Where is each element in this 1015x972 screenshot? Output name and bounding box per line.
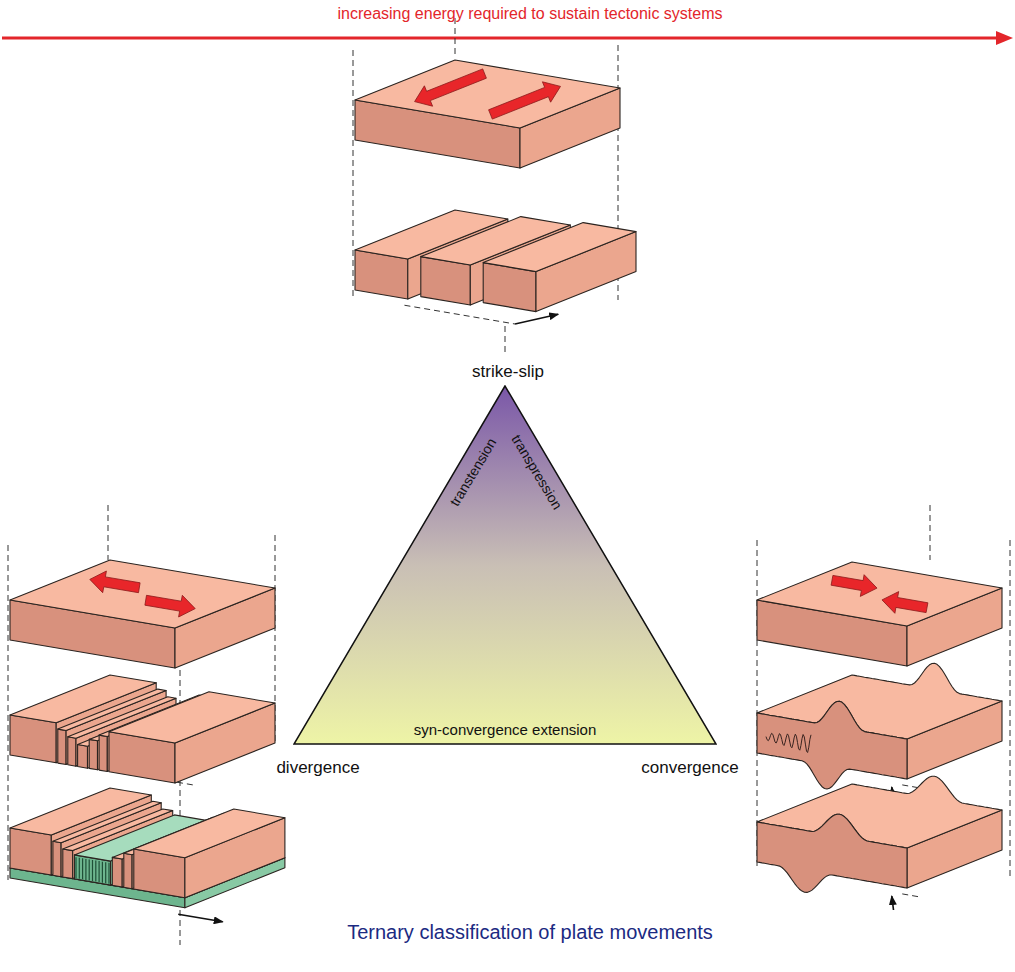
- block-front: [58, 729, 66, 764]
- block-front: [757, 814, 907, 892]
- block-top: [483, 223, 636, 272]
- triangle-shape: [294, 386, 716, 744]
- block-front: [68, 737, 76, 766]
- dyke-line: [79, 858, 80, 879]
- block-top: [355, 60, 620, 128]
- dashed-line: [404, 305, 515, 324]
- block-front: [112, 857, 122, 887]
- motion-arrow: [882, 592, 928, 614]
- offset-arrow: [178, 914, 223, 922]
- dyke-line: [75, 857, 76, 878]
- edge-label: syn-convergence extension: [414, 721, 597, 738]
- offset-arrow: [892, 896, 894, 910]
- dashed-line: [930, 505, 931, 560]
- block-top: [10, 560, 275, 628]
- block-front: [53, 841, 61, 876]
- dyke-line: [98, 861, 99, 882]
- block-front: [63, 849, 73, 879]
- dashed-line: [455, 18, 456, 58]
- wavy-fold-line: [766, 733, 811, 752]
- guide-lines: [8, 18, 1010, 945]
- dashed-line: [1010, 540, 1011, 880]
- dashed-line: [177, 782, 194, 785]
- motion-arrow: [831, 575, 877, 597]
- dyke-line: [102, 862, 103, 883]
- dyke-line: [92, 860, 93, 881]
- dyke-line: [95, 861, 96, 882]
- vertex-label: strike-slip: [472, 362, 544, 382]
- dashed-line: [505, 326, 506, 352]
- dashed-line: [757, 540, 758, 870]
- block-top: [757, 562, 1002, 626]
- motion-arrow: [489, 82, 561, 119]
- motion-arrow: [415, 69, 487, 106]
- dashed-line: [902, 894, 920, 897]
- block-front: [78, 745, 88, 769]
- motion-arrow: [145, 595, 195, 617]
- block-front: [757, 701, 907, 789]
- caption: Ternary classification of plate movement…: [347, 921, 713, 944]
- dyke-line: [89, 859, 90, 880]
- dyke-line: [105, 862, 106, 883]
- dyke-line: [82, 858, 83, 879]
- offset-arrow: [515, 314, 558, 324]
- dashed-line: [353, 50, 354, 300]
- block-front: [89, 739, 97, 769]
- block-top: [109, 692, 275, 743]
- dashed-line: [8, 545, 9, 880]
- motion-arrow: [90, 571, 140, 593]
- axis-label: increasing energy required to sustain te…: [337, 5, 722, 23]
- dyke-line: [85, 859, 86, 880]
- block-diagrams: [10, 60, 1002, 922]
- block-front: [10, 828, 51, 875]
- ternary-triangle: transtensiontranspressionsyn-convergence…: [293, 385, 717, 745]
- vertex-label: divergence: [276, 758, 359, 778]
- block-front: [124, 853, 132, 888]
- dyke-line: [108, 863, 109, 884]
- block-top: [134, 809, 285, 858]
- block-front: [99, 735, 107, 771]
- energy-axis-arrowhead: [996, 31, 1013, 45]
- vertex-label: convergence: [641, 758, 738, 778]
- dashed-line: [108, 505, 109, 560]
- triangle-outline: [293, 385, 717, 745]
- energy-axis-line: [2, 37, 998, 40]
